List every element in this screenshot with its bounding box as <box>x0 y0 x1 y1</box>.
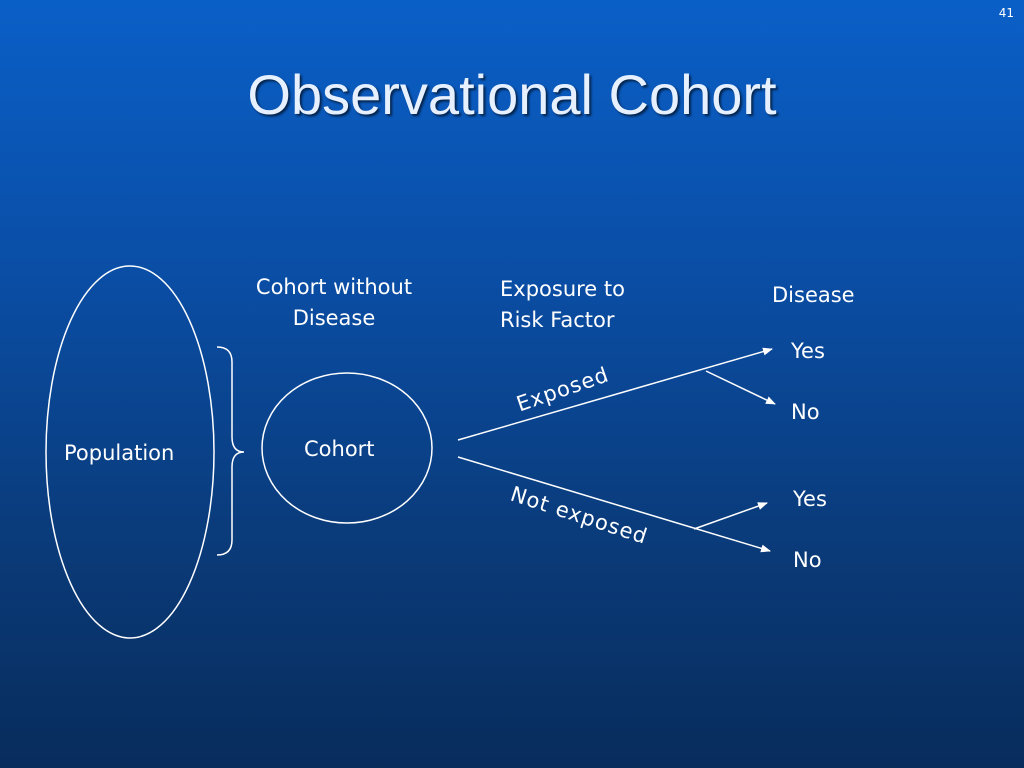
cohort-ellipse <box>261 372 433 524</box>
exposure-heading-line-2: Risk Factor <box>500 308 615 332</box>
not-exposed-yes-outcome: Yes <box>793 487 827 511</box>
exposed-branch-line <box>457 347 773 441</box>
page-title: Observational Cohort <box>247 63 777 126</box>
exposure-heading: Exposure to Risk Factor <box>500 274 625 336</box>
disease-heading: Disease <box>772 283 855 307</box>
population-label: Population <box>64 441 175 465</box>
page-number: 41 <box>998 6 1014 20</box>
cohort-label: Cohort <box>304 437 375 461</box>
not-exposed-branch-line <box>457 456 771 553</box>
exposed-no-outcome: No <box>791 400 820 424</box>
exposure-heading-line-1: Exposure to <box>500 277 625 301</box>
exposed-yes-outcome: Yes <box>791 339 825 363</box>
exposed-label: Exposed <box>513 362 612 416</box>
cohort-without-disease-heading: Cohort without Disease <box>234 272 434 334</box>
not-exposed-no-outcome: No <box>793 548 822 572</box>
population-ellipse <box>45 265 215 639</box>
not-exposed-yes-arrow <box>693 502 768 530</box>
exposed-no-arrow <box>705 370 776 405</box>
cohort-without-disease-line-2: Disease <box>292 306 376 330</box>
brace-shape <box>216 346 245 556</box>
cohort-without-disease-line-1: Cohort without <box>255 275 413 299</box>
not-exposed-label: Not exposed <box>508 482 651 549</box>
